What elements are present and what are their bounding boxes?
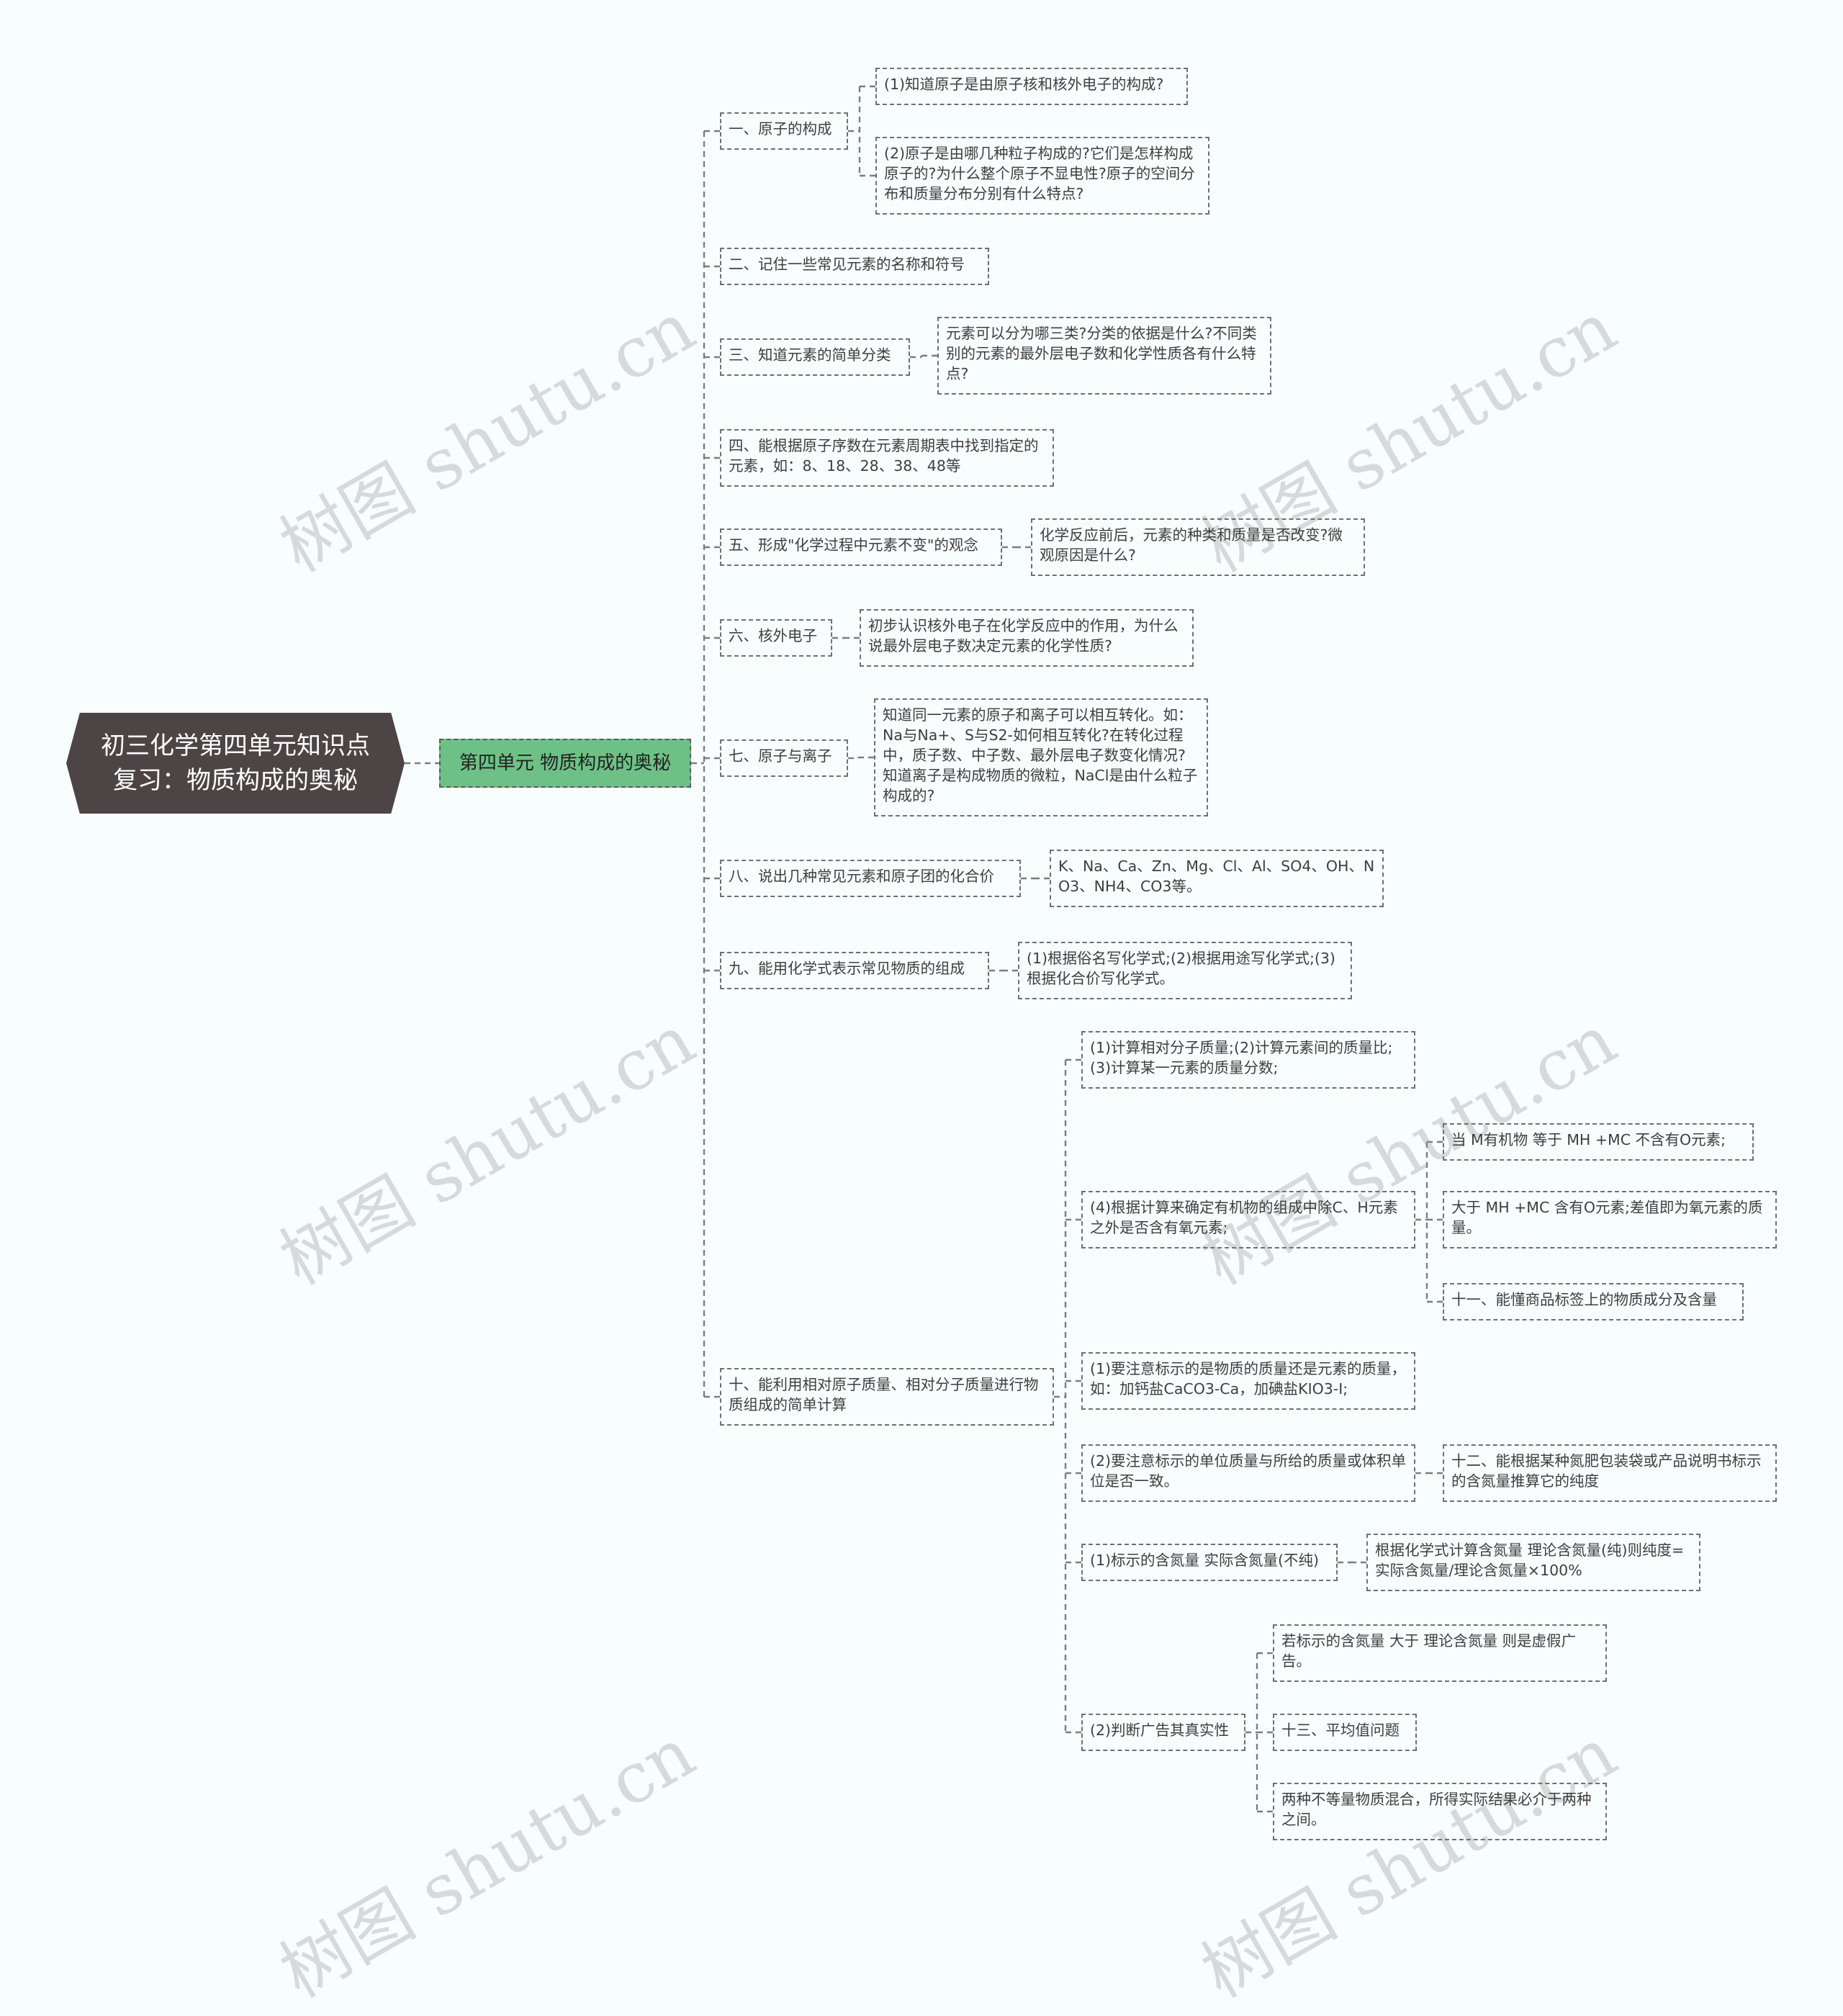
sub-node[interactable]: (1)计算相对分子质量;(2)计算元素间的质量比;(3)计算某一元素的质量分数; (1081, 1031, 1415, 1089)
sub-node[interactable]: (2)判断广告其真实性 (1081, 1714, 1245, 1751)
detail-node[interactable]: K、Na、Ca、Zn、Mg、Cl、Al、SO4、OH、NO3、NH4、CO3等。 (1050, 850, 1384, 907)
topic-node[interactable]: 一、原子的构成 (720, 112, 848, 150)
connector-lines (405, 85, 1443, 1813)
unit-node[interactable]: 第四单元 物质构成的奥秘 (439, 739, 691, 788)
leaf-node[interactable]: 两种不等量物质混合，所得实际结果必介于两种之间。 (1273, 1783, 1607, 1840)
leaf-node[interactable]: 十一、能懂商品标签上的物质成分及含量 (1443, 1283, 1744, 1320)
topic-node[interactable]: 二、记住一些常见元素的名称和符号 (720, 248, 989, 285)
detail-node[interactable]: 初步认识核外电子在化学反应中的作用，为什么说最外层电子数决定元素的化学性质? (860, 609, 1194, 667)
leaf-node[interactable]: 十三、平均值问题 (1273, 1714, 1417, 1751)
topic-node[interactable]: 十、能利用相对原子质量、相对分子质量进行物质组成的简单计算 (720, 1368, 1054, 1426)
detail-node[interactable]: (1)知道原子是由原子核和核外电子的构成? (875, 68, 1188, 105)
leaf-node[interactable]: 若标示的含氮量 大于 理论含氮量 则是虚假广告。 (1273, 1624, 1607, 1682)
sub-node[interactable]: (1)要注意标示的是物质的质量还是元素的质量，如：加钙盐CaCO3-Ca，加碘盐… (1081, 1352, 1415, 1410)
root-node[interactable]: 初三化学第四单元知识点 复习：物质构成的奥秘 (66, 713, 405, 814)
topic-node[interactable]: 八、说出几种常见元素和原子团的化合价 (720, 860, 1021, 897)
topic-node[interactable]: 四、能根据原子序数在元素周期表中找到指定的元素，如：8、18、28、38、48等 (720, 429, 1054, 487)
sub-node[interactable]: (2)要注意标示的单位质量与所给的质量或体积单位是否一致。 (1081, 1444, 1415, 1502)
topic-node[interactable]: 九、能用化学式表示常见物质的组成 (720, 952, 989, 989)
topic-node[interactable]: 五、形成"化学过程中元素不变"的观念 (720, 528, 1002, 566)
topic-node[interactable]: 七、原子与离子 (720, 739, 848, 777)
detail-node[interactable]: 知道同一元素的原子和离子可以相互转化。如：Na与Na+、S与S2-如何相互转化?… (874, 698, 1208, 816)
sub-node[interactable]: (1)标示的含氮量 实际含氮量(不纯) (1081, 1544, 1338, 1581)
topic-node[interactable]: 六、核外电子 (720, 619, 832, 657)
detail-node[interactable]: (2)原子是由哪几种粒子构成的?它们是怎样构成原子的?为什么整个原子不显电性?原… (875, 137, 1209, 215)
leaf-node[interactable]: 当 M有机物 等于 MH +MC 不含有O元素; (1443, 1123, 1754, 1161)
detail-node[interactable]: 化学反应前后，元素的种类和质量是否改变?微观原因是什么? (1031, 518, 1365, 576)
topic-node[interactable]: 三、知道元素的简单分类 (720, 338, 910, 376)
leaf-node[interactable]: 根据化学式计算含氮量 理论含氮量(纯)则纯度=实际含氮量/理论含氮量×100% (1366, 1534, 1700, 1591)
leaf-node[interactable]: 十二、能根据某种氮肥包装袋或产品说明书标示的含氮量推算它的纯度 (1443, 1444, 1777, 1502)
detail-node[interactable]: (1)根据俗名写化学式;(2)根据用途写化学式;(3)根据化合价写化学式。 (1018, 942, 1352, 999)
detail-node[interactable]: 元素可以分为哪三类?分类的依据是什么?不同类别的元素的最外层电子数和化学性质各有… (937, 317, 1271, 395)
leaf-node[interactable]: 大于 MH +MC 含有O元素;差值即为氧元素的质量。 (1443, 1191, 1777, 1248)
sub-node[interactable]: (4)根据计算来确定有机物的组成中除C、H元素之外是否含有氧元素; (1081, 1191, 1415, 1248)
